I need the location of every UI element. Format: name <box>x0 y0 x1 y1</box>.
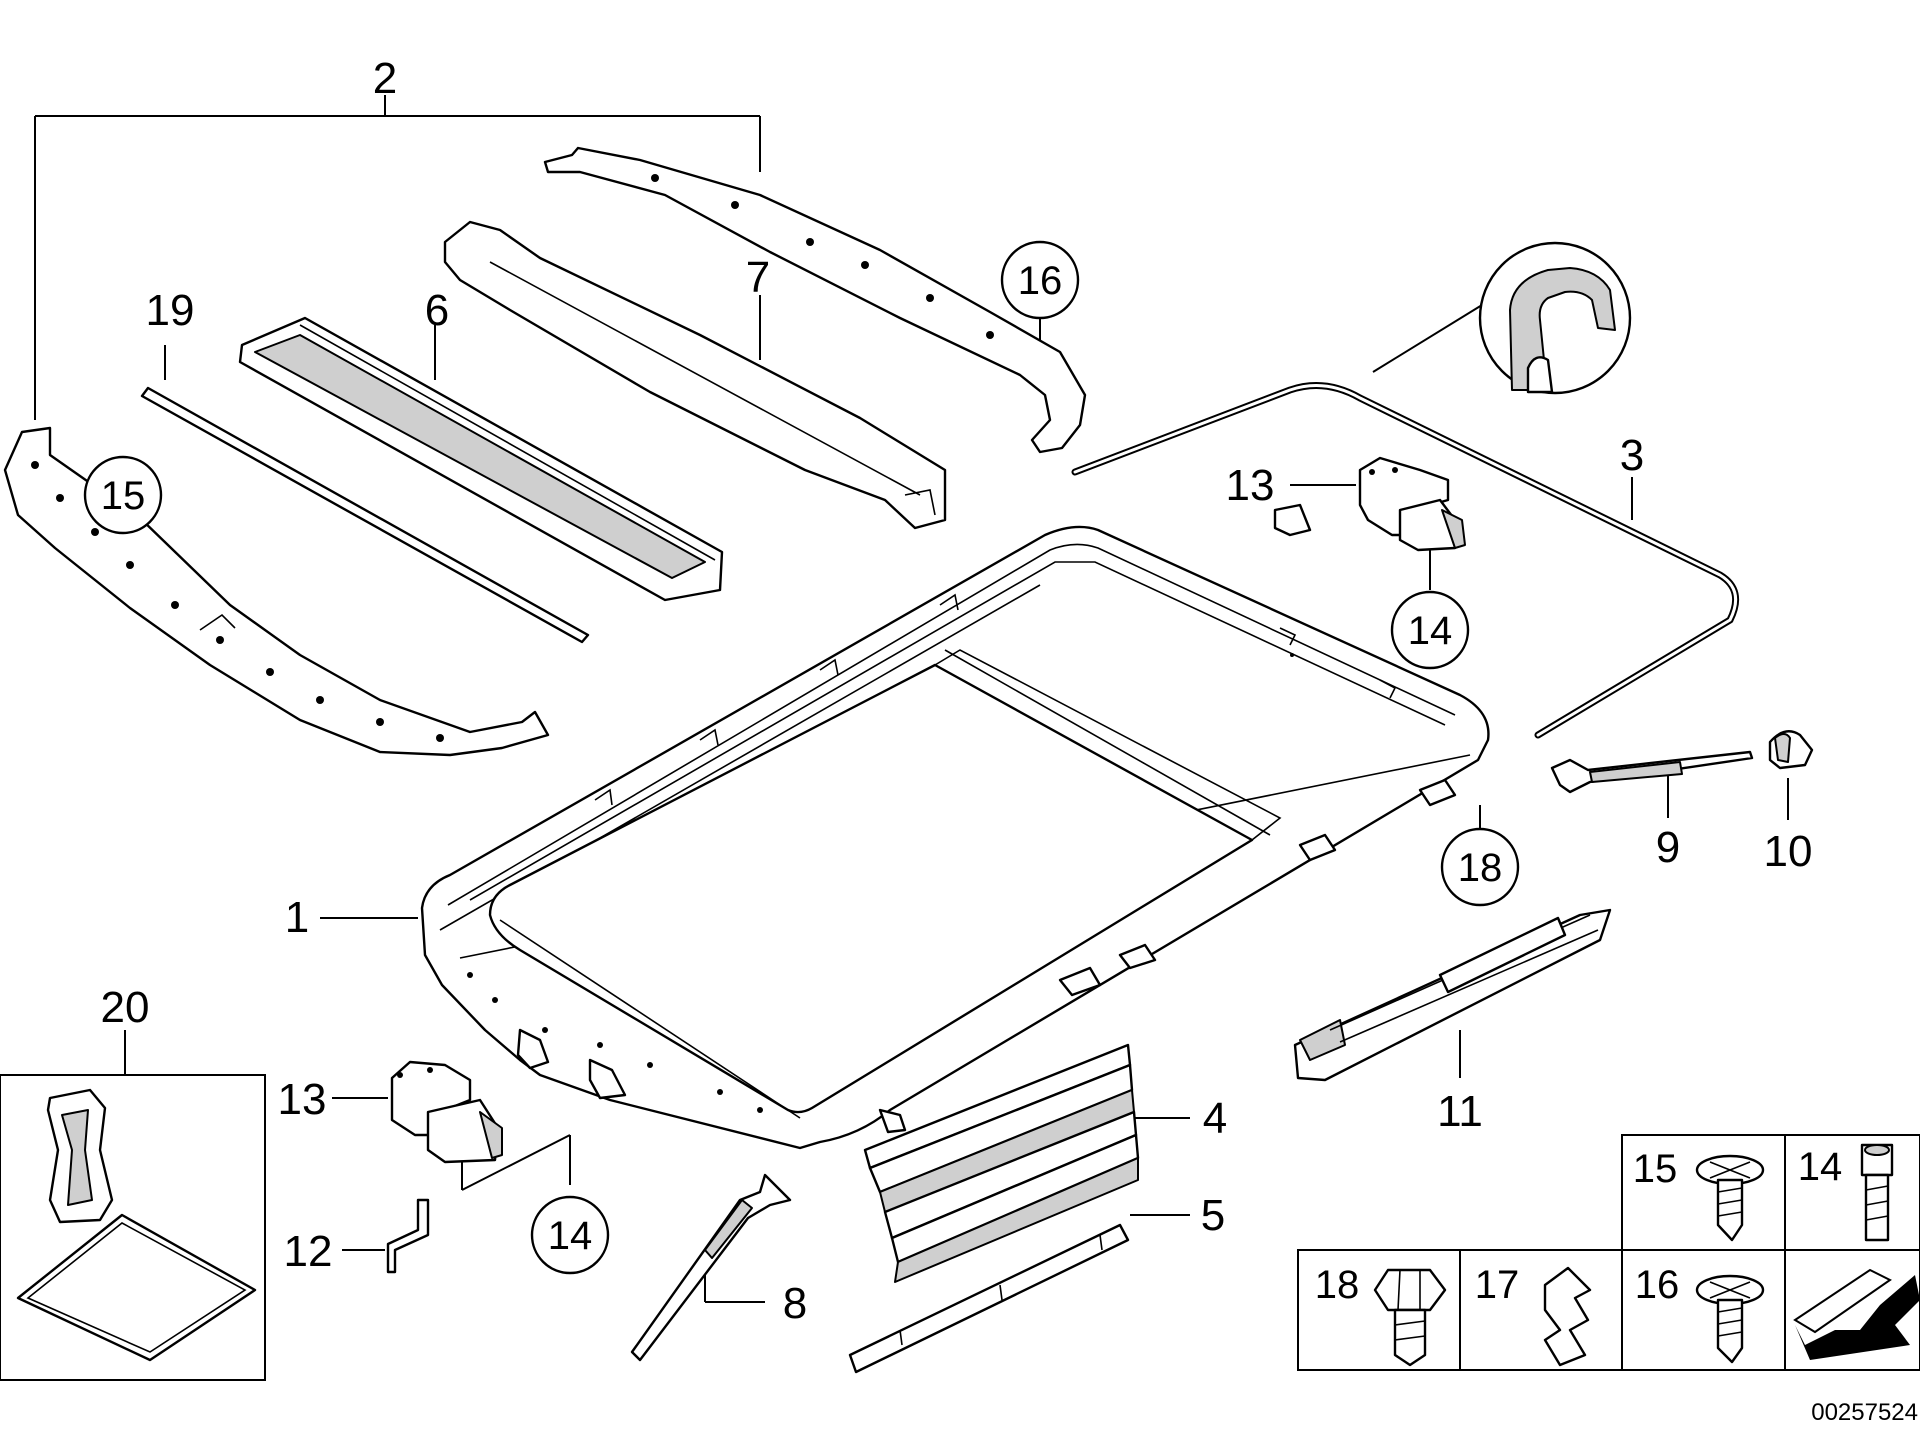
cross-member-7 <box>443 220 947 530</box>
callout-13-top: 13 <box>1226 461 1275 510</box>
screw-16-icon <box>1695 1274 1765 1364</box>
callout-15-circled: 15 <box>101 474 146 518</box>
side-rail-right <box>543 146 1087 454</box>
callout-18-circled: 18 <box>1458 846 1503 890</box>
callout-16-circled: 16 <box>1018 259 1063 303</box>
motor-13-top <box>1358 456 1466 552</box>
callout-14-circled-top: 14 <box>1408 609 1453 653</box>
callout-19: 19 <box>146 286 195 335</box>
screw-15-icon <box>1695 1154 1765 1242</box>
drive-cable-8 <box>630 1173 792 1362</box>
hardware-table <box>1297 1134 1920 1371</box>
callout-11: 11 <box>1437 1087 1483 1136</box>
motor-13-bottom <box>390 1060 503 1164</box>
hex-bolt-18-icon <box>1373 1268 1447 1367</box>
callout-6: 6 <box>425 286 449 335</box>
reference-number: 00257524 <box>1811 1399 1918 1426</box>
callout-10: 10 <box>1764 827 1813 876</box>
hardware-label-18: 18 <box>1315 1263 1360 1307</box>
callout-3: 3 <box>1620 431 1644 480</box>
wind-deflector-6 <box>238 316 724 602</box>
hardware-labels: 15 14 18 17 16 <box>1315 1145 1843 1307</box>
callouts: 2 19 6 7 3 13 1 9 10 11 4 5 8 13 12 20 <box>101 54 1813 1328</box>
shade-5 <box>848 1223 1130 1374</box>
bolt-14-icon <box>1860 1143 1894 1242</box>
repair-kit-20 <box>0 1074 266 1381</box>
callout-1: 1 <box>285 893 309 942</box>
hardware-label-15: 15 <box>1633 1147 1678 1191</box>
direction-arrow-icon <box>1793 1268 1920 1360</box>
hardware-label-17: 17 <box>1475 1263 1520 1307</box>
shade-4 <box>863 1043 1140 1283</box>
seal-3 <box>1071 241 1740 739</box>
circled-callouts: 15 16 14 18 14 <box>83 240 1520 1275</box>
callout-2: 2 <box>373 54 397 103</box>
callout-4: 4 <box>1203 1094 1227 1143</box>
callout-14-circled-bottom: 14 <box>548 1214 593 1258</box>
grommet-10 <box>1768 730 1814 770</box>
callout-20: 20 <box>101 983 150 1032</box>
side-rail-left <box>3 426 550 757</box>
sunroof-frame-1 <box>420 503 1490 1150</box>
callout-8: 8 <box>783 1279 807 1328</box>
hardware-label-14: 14 <box>1798 1145 1843 1189</box>
clip-17-icon <box>1543 1266 1592 1367</box>
callout-7: 7 <box>746 253 770 302</box>
crank-12 <box>386 1198 430 1274</box>
callout-13-bottom: 13 <box>278 1075 327 1124</box>
callout-9: 9 <box>1656 823 1680 872</box>
hardware-label-16: 16 <box>1635 1263 1680 1307</box>
seal-strip-19 <box>140 386 590 644</box>
guide-rail-11 <box>1293 908 1612 1082</box>
drain-hose-9 <box>1550 750 1754 794</box>
callout-5: 5 <box>1201 1191 1225 1240</box>
callout-12: 12 <box>284 1227 333 1276</box>
